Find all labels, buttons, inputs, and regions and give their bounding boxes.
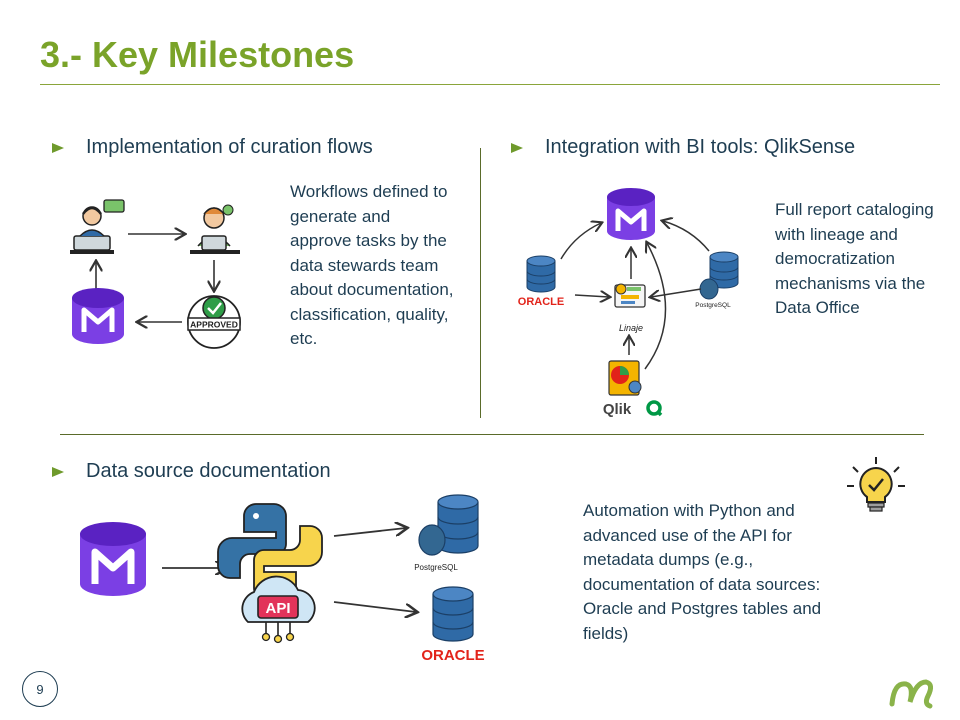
postgresql-database-icon: PostgreSQL: [695, 251, 739, 309]
api-label: API: [265, 600, 290, 617]
company-logo-icon: [889, 679, 934, 709]
python-api-icon: API: [217, 503, 323, 644]
curation-workflow-diagram: APPROVED: [70, 199, 241, 349]
approved-stamp-label: APPROVED: [190, 320, 238, 330]
slide-title: 3.- Key Milestones: [40, 34, 355, 75]
oracle-label: ORACLE: [421, 647, 484, 664]
oracle-database-icon: ORACLE: [421, 586, 485, 664]
bullet-arrow-icon: [511, 142, 523, 153]
datasource-automation-diagram: API PostgreSQL ORACLE: [80, 494, 485, 664]
metamapper-logo-icon: [607, 188, 655, 240]
page-number: 9: [22, 671, 58, 707]
postgresql-label: PostgreSQL: [414, 563, 458, 572]
curation-heading: Implementation of curation flows: [86, 136, 373, 158]
curation-heading-row: Implementation of curation flows: [52, 136, 373, 159]
datasource-heading-row: Data source documentation: [52, 460, 331, 483]
bi-description: Full report cataloging with lineage and …: [775, 200, 934, 317]
qlik-report-icon: Qlik: [603, 360, 663, 418]
lightbulb-idea-icon: [847, 457, 905, 512]
support-agent-icon: [70, 199, 125, 254]
lineage-label: Linaje: [619, 323, 643, 333]
datasource-heading: Data source documentation: [86, 460, 331, 482]
metamapper-logo-icon: [80, 522, 146, 596]
bi-lineage-diagram: ORACLE PostgreSQL Linaje Qlik: [518, 188, 739, 418]
vertical-divider: [480, 148, 481, 418]
datasource-description: Automation with Python and advanced use …: [583, 501, 822, 643]
qlik-label: Qlik: [603, 401, 632, 418]
horizontal-divider: [60, 434, 924, 435]
title-divider: [40, 84, 940, 85]
approved-stamp-icon: APPROVED: [187, 295, 241, 349]
bullet-arrow-icon: [52, 142, 64, 153]
postgresql-label: PostgreSQL: [695, 302, 731, 309]
metamapper-logo-icon: [72, 288, 124, 344]
bullet-arrow-icon: [52, 466, 64, 477]
postgresql-database-icon: PostgreSQL: [414, 494, 479, 572]
bi-heading-row: Integration with BI tools: QlikSense: [511, 136, 855, 159]
lineage-icon: Linaje: [614, 283, 646, 333]
curation-description: Workflows defined to generate and approv…: [290, 182, 454, 348]
bi-heading: Integration with BI tools: QlikSense: [545, 136, 856, 158]
oracle-database-icon: ORACLE: [518, 255, 564, 308]
oracle-label: ORACLE: [518, 296, 564, 308]
developer-laptop-icon: [190, 204, 240, 254]
